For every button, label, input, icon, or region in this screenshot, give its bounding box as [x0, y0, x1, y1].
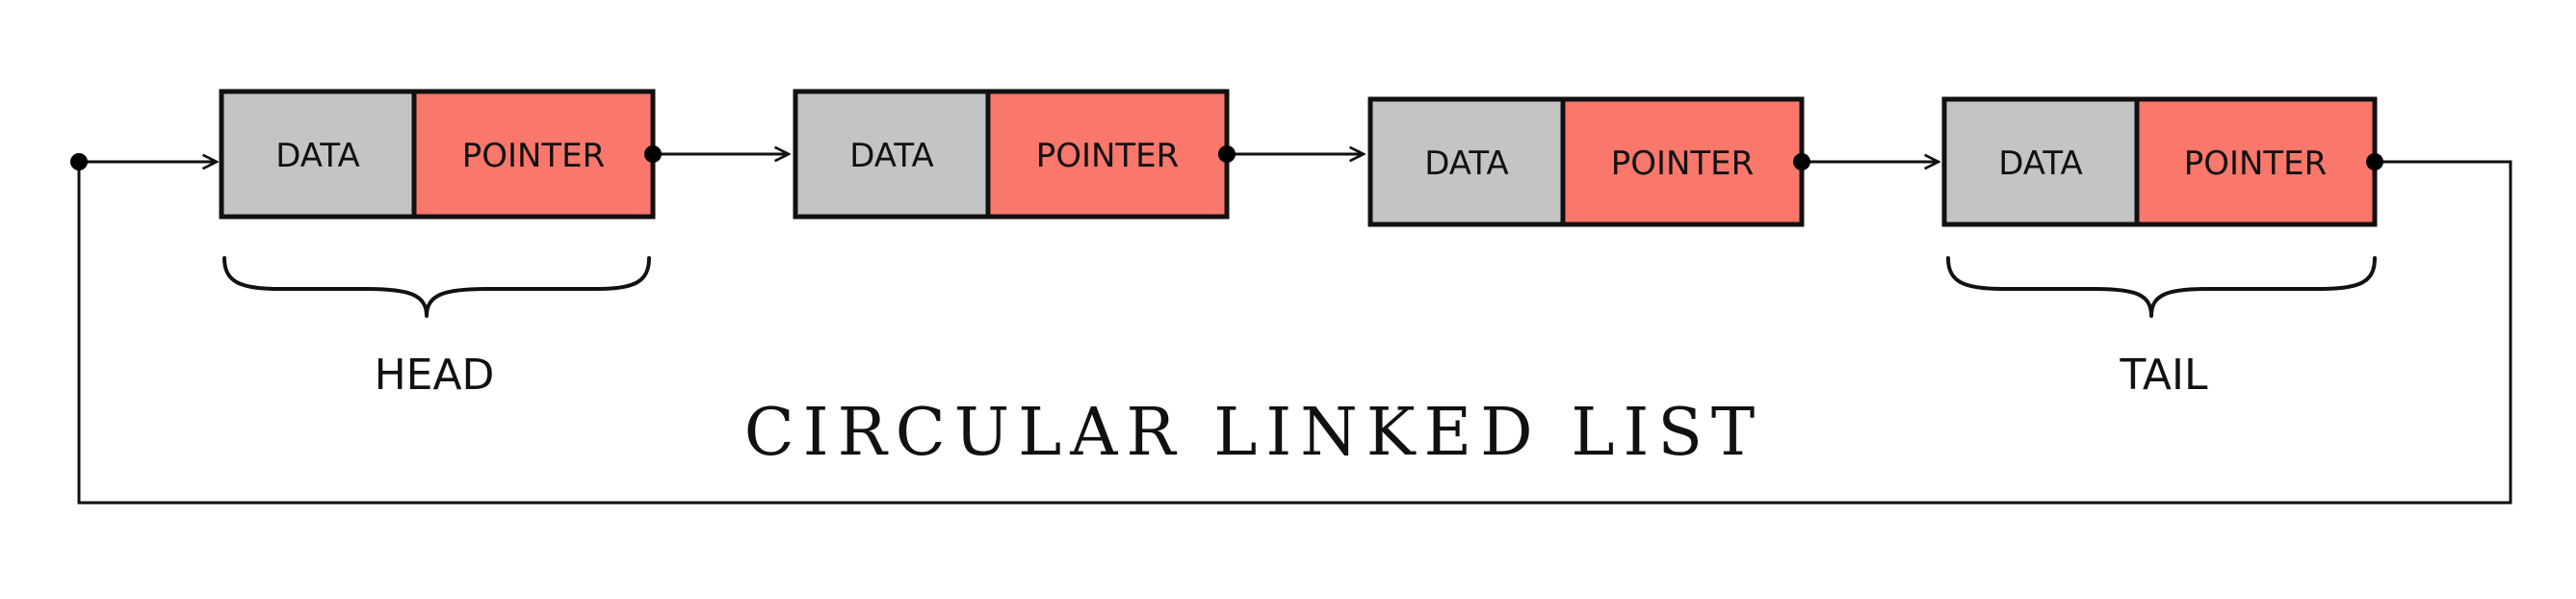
node-1-pointer-dot: [644, 145, 662, 163]
node-3-data-label: DATA: [1424, 144, 1509, 183]
node-3: DATA POINTER: [1367, 96, 1805, 227]
node-3-pointer-label: POINTER: [1611, 144, 1755, 183]
node-4: DATA POINTER: [1941, 96, 2378, 227]
tail-brace: [1946, 256, 2377, 318]
node-4-data-label: DATA: [1998, 144, 2083, 183]
node-2-pointer-label: POINTER: [1036, 137, 1180, 175]
node-1-pointer-label: POINTER: [462, 137, 606, 175]
node-4-pointer-dot: [2366, 153, 2383, 170]
node-1-data-cell: [219, 89, 417, 220]
node-4-pointer-label: POINTER: [2184, 144, 2328, 183]
node-2-data-label: DATA: [849, 137, 934, 175]
circular-return-loop: [70, 153, 2512, 505]
head-label: HEAD: [375, 351, 495, 400]
entry-dot: [70, 153, 88, 170]
node-1-data-label: DATA: [275, 137, 360, 175]
node-1: DATA POINTER: [219, 89, 656, 220]
head-brace: [222, 256, 651, 318]
node-1-pointer-cell: [411, 89, 656, 220]
return-path: [77, 160, 2512, 505]
tail-label: TAIL: [2119, 351, 2208, 400]
diagram-title: CIRCULAR LINKED LIST: [744, 395, 1764, 471]
node-2-pointer-dot: [1218, 145, 1236, 163]
node-3-pointer-dot: [1793, 153, 1810, 170]
node-2: DATA POINTER: [793, 89, 1230, 220]
